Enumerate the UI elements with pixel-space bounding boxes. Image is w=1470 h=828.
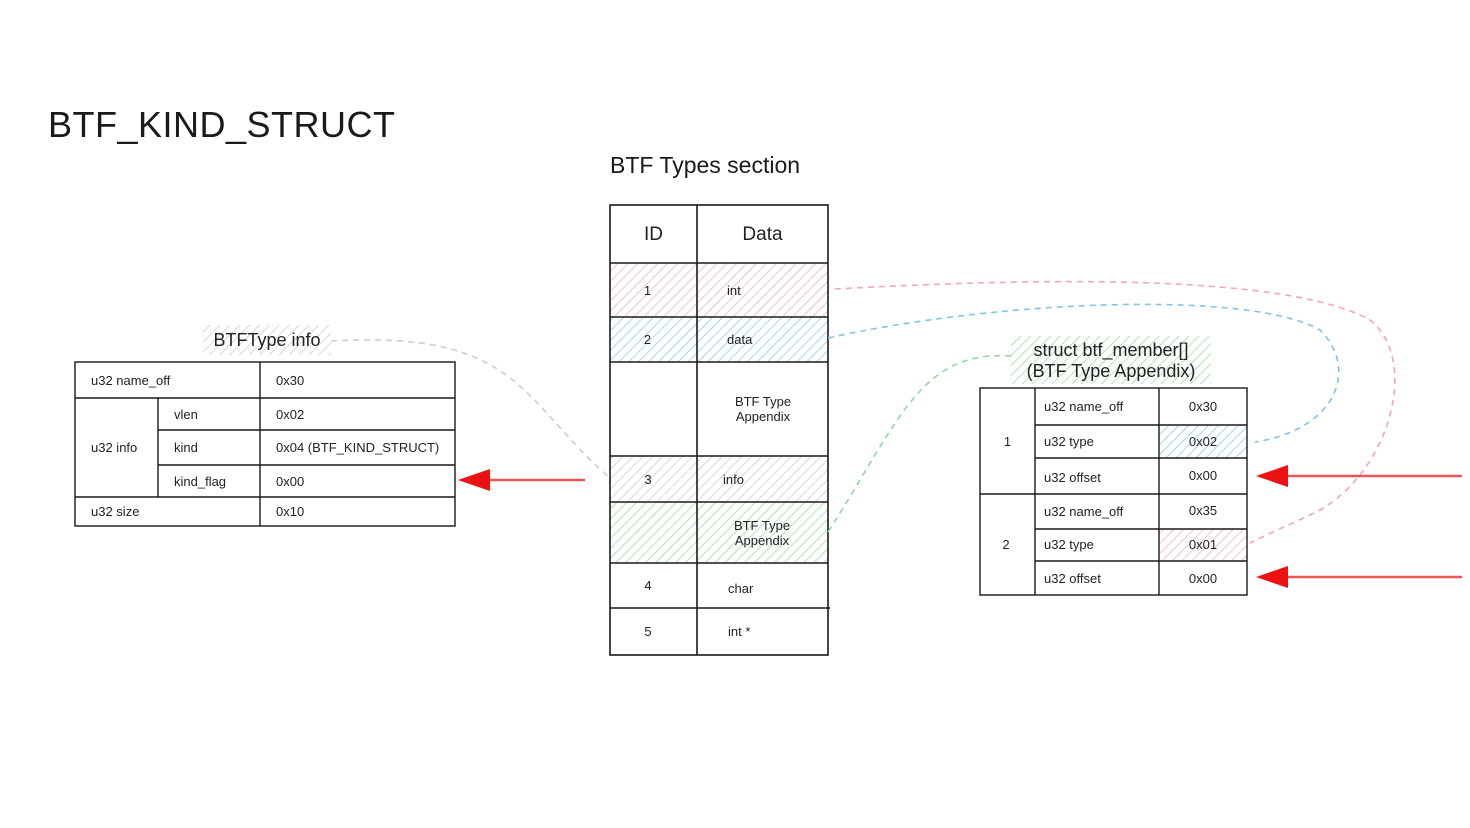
btftype-info-table-lines: [74, 361, 456, 527]
member-1-index: 1: [1003, 433, 1012, 449]
members-label: struct btf_member[] (BTF Type Appendix): [1011, 338, 1211, 384]
types-row-1-id: 1: [643, 282, 652, 298]
info-name-off-value: 0x30: [276, 372, 305, 388]
types-table-lines: [609, 204, 830, 656]
member-2-type-value: 0x01: [1188, 536, 1218, 552]
types-section-heading: BTF Types section: [610, 152, 801, 178]
info-size-label: u32 size: [91, 504, 140, 519]
members-label-line2: (BTF Type Appendix): [1026, 361, 1196, 381]
types-row-3-id: 3: [644, 471, 652, 487]
types-row-2-id: 2: [643, 332, 652, 347]
info-size-value: 0x10: [276, 504, 305, 519]
member-1-type-hatch: [1159, 425, 1247, 458]
row-1-hatch: [610, 263, 828, 316]
info-vlen-label: vlen: [174, 406, 198, 422]
connector-appendix: [827, 354, 1012, 533]
page-title: BTF_KIND_STRUCT: [48, 104, 396, 145]
member-2-type-label: u32 type: [1044, 536, 1094, 552]
arrow-kind-flag: [458, 469, 585, 491]
info-vlen-value: 0x02: [276, 406, 305, 422]
member-2-name-off-value: 0x35: [1188, 503, 1218, 518]
member-1-name-off-label: u32 name_off: [1044, 399, 1124, 414]
btftype-info-label-hatch: [203, 325, 331, 355]
btftype-info-label: BTFType info: [213, 329, 321, 350]
info-u32-info-label: u32 info: [91, 440, 138, 455]
member-1-offset-label: u32 offset: [1044, 469, 1101, 485]
info-kind-label: kind: [174, 440, 198, 455]
row-3-hatch: [610, 456, 828, 501]
types-row-3-data: info: [723, 471, 744, 487]
member-1-type-label: u32 type: [1044, 434, 1094, 449]
member-2-type-hatch: [1159, 529, 1247, 561]
member-2-offset-value: 0x00: [1188, 570, 1218, 586]
info-kind-value: 0x04 (BTF_KIND_STRUCT): [276, 440, 440, 455]
member-2-index: 2: [1002, 537, 1010, 552]
row-2-hatch: [610, 317, 828, 362]
types-header-id: ID: [644, 223, 663, 245]
arrow-member-2-offset: [1256, 566, 1462, 588]
members-label-line1: struct btf_member[]: [1033, 340, 1189, 360]
types-row-4-data: char: [728, 581, 754, 596]
connector-int: [834, 280, 1396, 544]
types-row-1-data: int: [727, 282, 741, 298]
info-kind-flag-label: kind_flag: [174, 473, 227, 489]
arrow-member-1-offset: [1256, 465, 1462, 487]
connector-data: [827, 303, 1340, 443]
types-row-4-id: 4: [644, 578, 652, 593]
member-2-offset-label: u32 offset: [1044, 570, 1101, 586]
info-name-off-label: u32 name_off: [91, 372, 171, 388]
types-header-data: Data: [742, 223, 783, 245]
member-1-type-value: 0x02: [1188, 434, 1218, 449]
info-kind-flag-value: 0x00: [276, 473, 305, 489]
members-table-lines: [979, 387, 1248, 596]
types-row-5-data: int *: [728, 624, 751, 639]
types-row-2-data: data: [727, 332, 753, 347]
row-3-appendix-hatch: [610, 502, 828, 563]
member-2-name-off-label: u32 name_off: [1044, 504, 1124, 519]
types-row-5-id: 5: [644, 624, 652, 639]
types-row-3-appendix: BTF Type Appendix: [733, 517, 791, 548]
member-1-offset-value: 0x00: [1188, 467, 1218, 483]
member-1-name-off-value: 0x30: [1188, 399, 1218, 414]
types-row-2-appendix: BTF Type Appendix: [734, 394, 792, 424]
members-label-hatch: [1011, 336, 1211, 384]
